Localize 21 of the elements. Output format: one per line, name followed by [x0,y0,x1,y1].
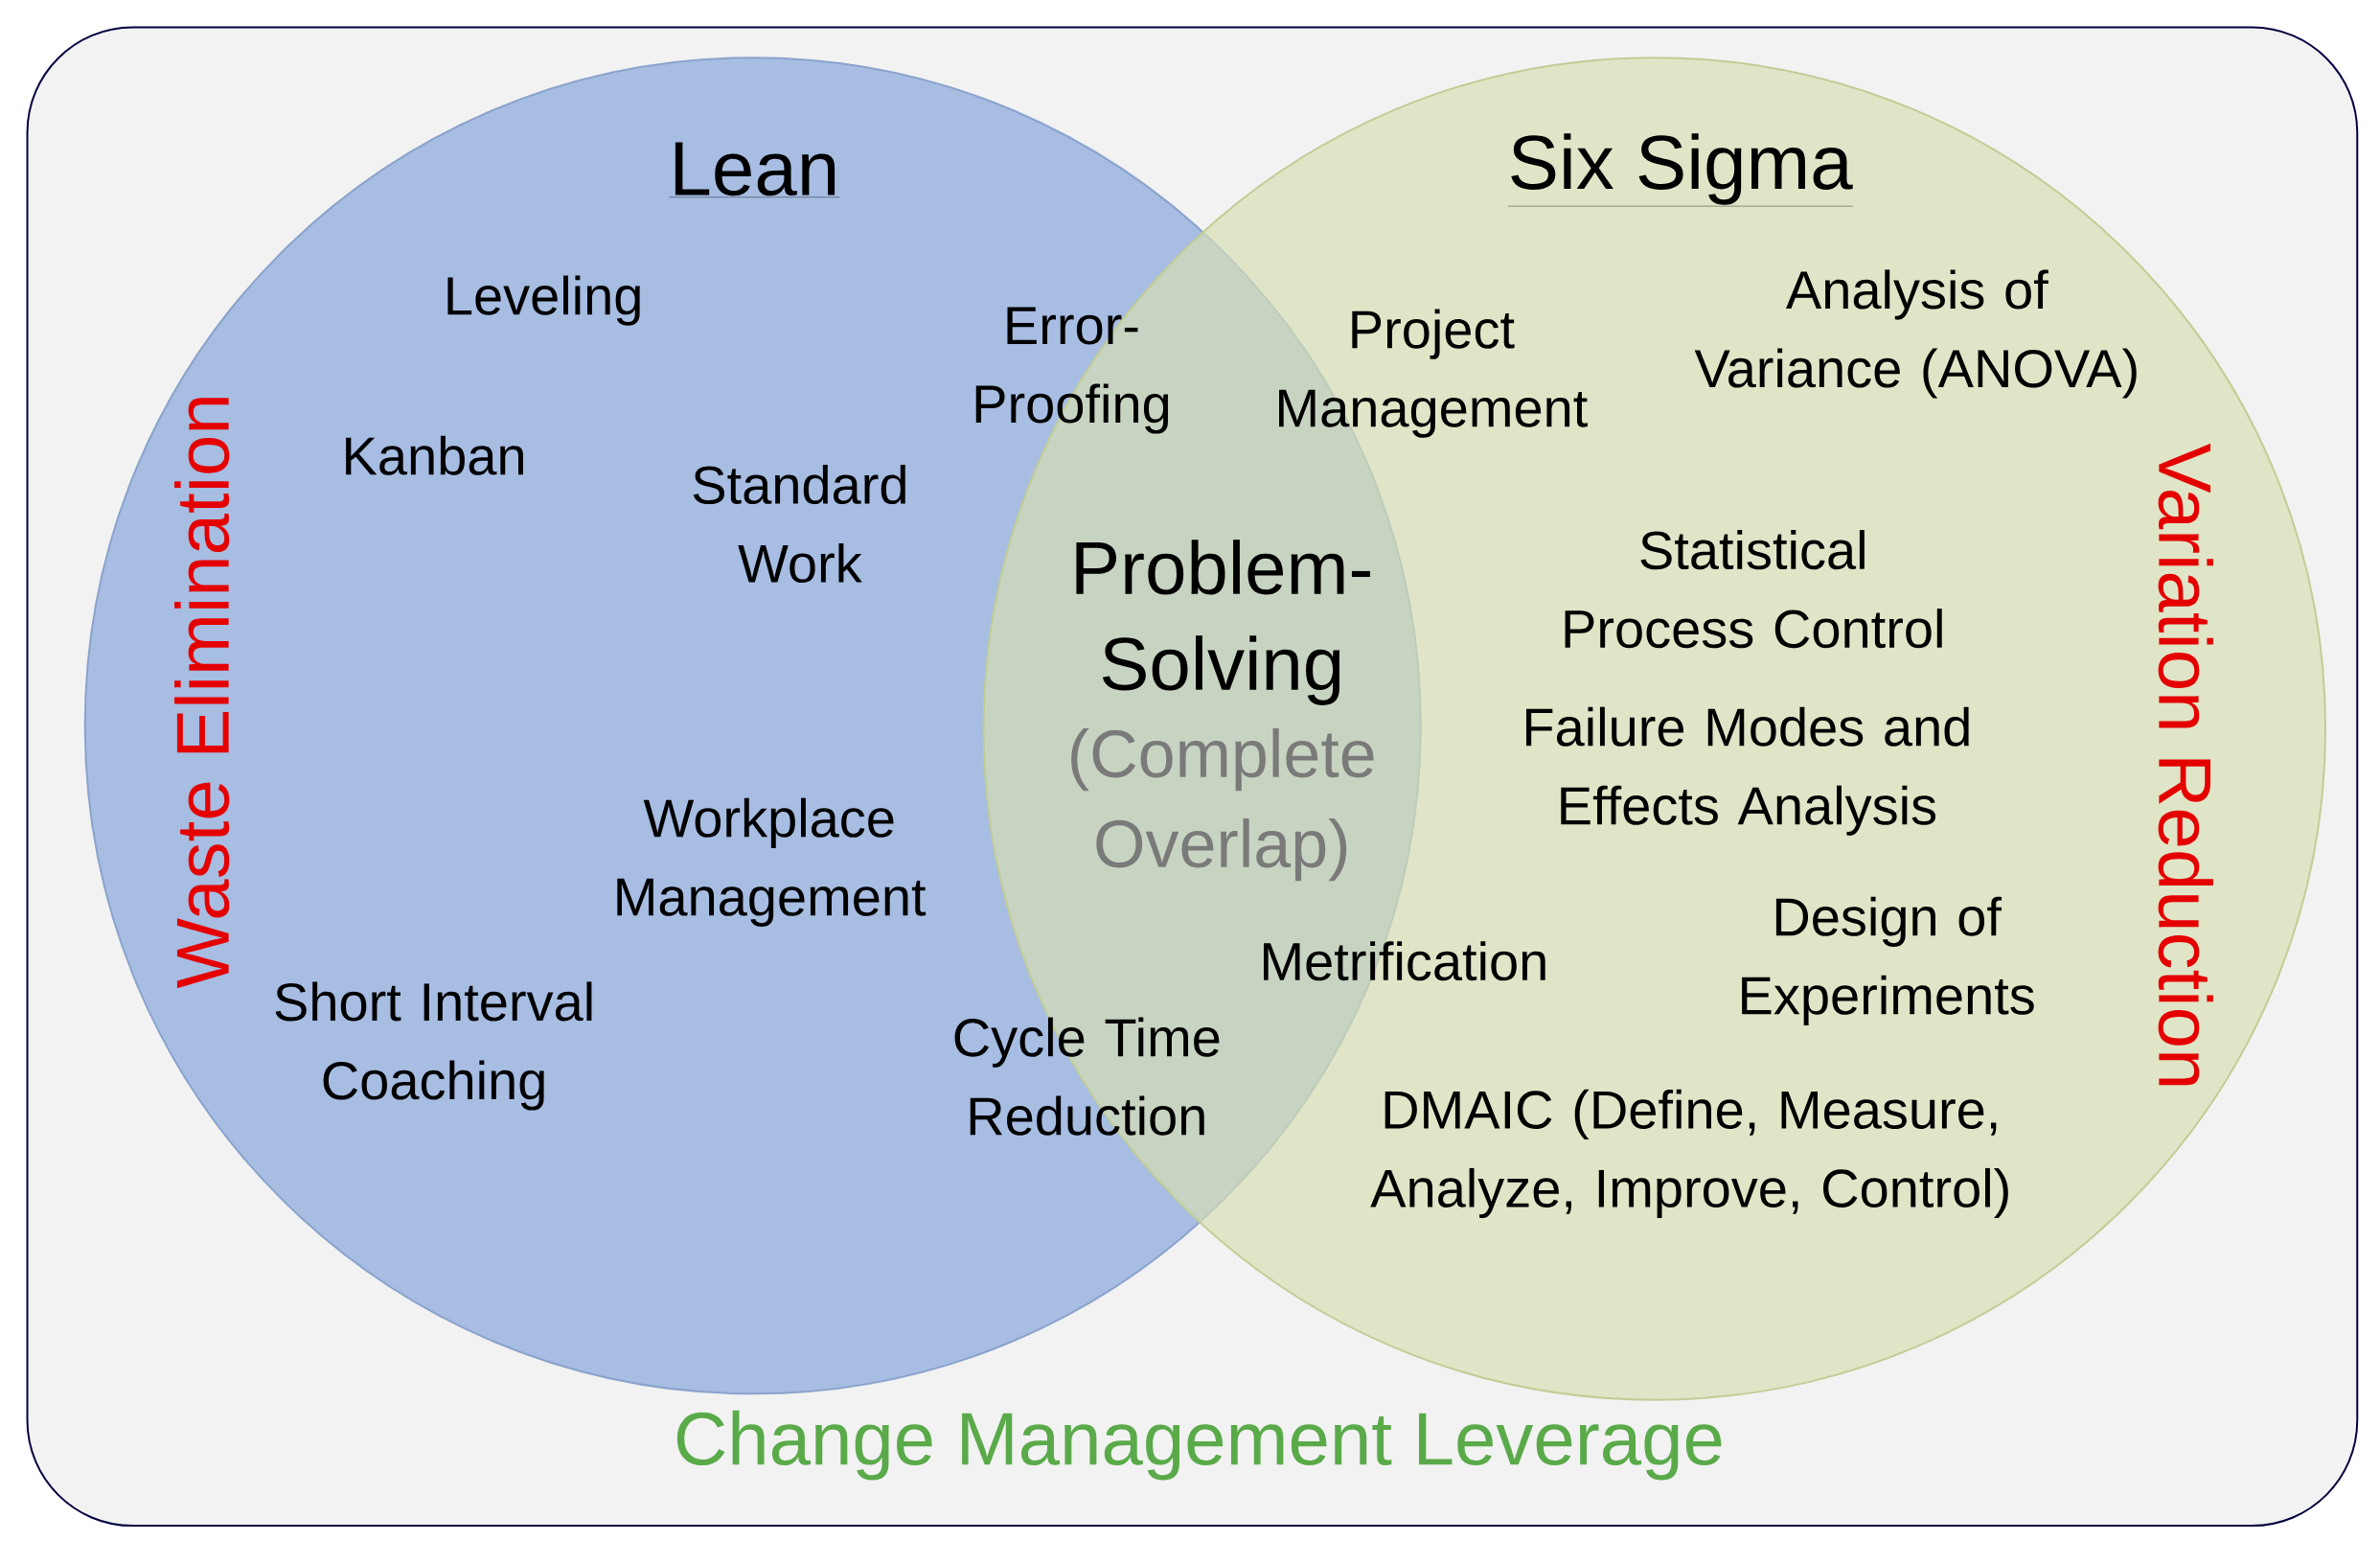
method-label: Analysis of Variance (ANOVA) [1694,269,2137,399]
method-label: Kanban [346,435,523,475]
method-label: Leveling [447,275,640,326]
method-label: Standard Work [693,465,905,584]
method-label: Error-Proofing [975,307,1169,434]
method-label: Project Management [1279,309,1588,438]
method-label: Metrification [1264,941,1545,981]
method-label: Statistical Process Control [1565,530,1942,649]
side-label: Waste Elimination [174,398,230,989]
method-label: DMAIC (Define, Measure, Analyze, Improve, Control) [1370,1090,2008,1219]
circle-heading: Six Sigma [1507,133,1853,207]
caption: Change Management Leverage [676,1410,1722,1481]
method-label: (Complete Overlap) [1071,728,1374,882]
method-label: Short Interval Coaching [275,981,592,1111]
method-label: Problem-Solving [1076,540,1370,705]
method-label: Design of Experiments [1742,896,2034,1026]
side-label: Variation Reduction [2158,444,2213,1086]
method-label: Workplace Management [617,797,927,928]
circle-heading: Lean [669,142,840,198]
method-label: Cycle Time Reduction [954,1017,1220,1136]
method-label: Failure Modes and Effects Analysis [1526,706,1969,836]
